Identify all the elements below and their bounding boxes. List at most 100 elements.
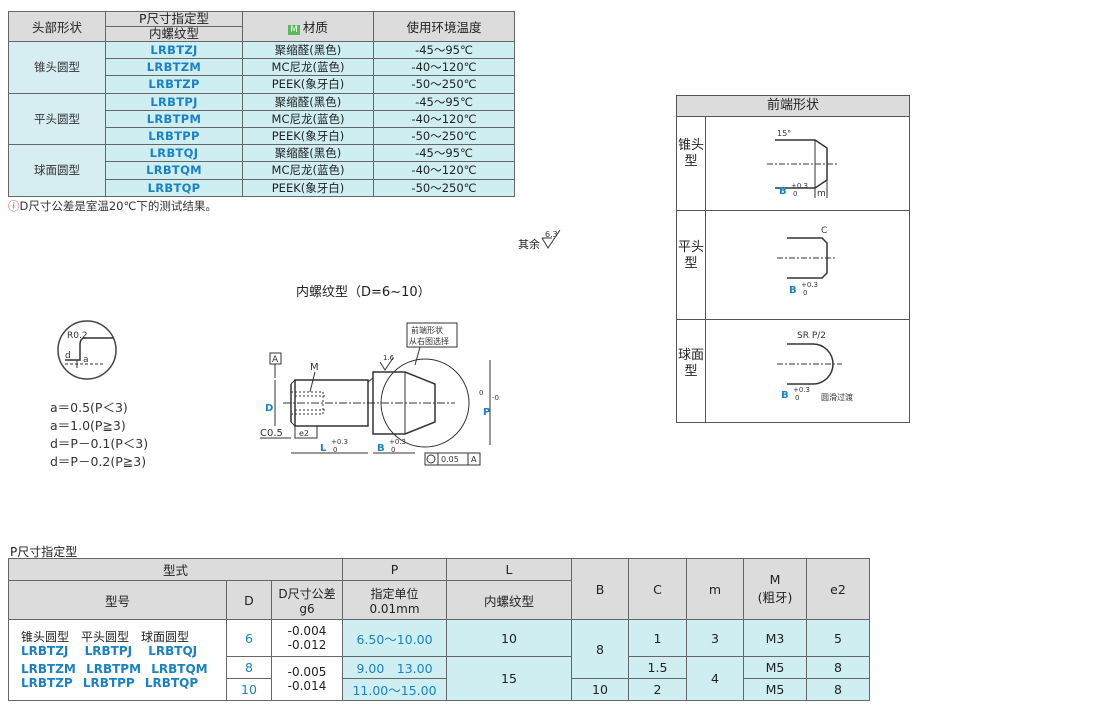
d-value: 6 (226, 619, 272, 657)
header-model: 型号 (8, 580, 227, 620)
svg-text:0: 0 (479, 389, 483, 397)
b-value: 10 (571, 678, 629, 701)
sphere-tip-drawing: SR P/2 B +0.3 0 圆滑过渡 (777, 331, 853, 402)
material-cell: 聚缩醛(黑色) (242, 144, 374, 163)
svg-text:+0.3: +0.3 (791, 182, 808, 190)
cone-tip-drawing: 15° B +0.3 0 m (767, 129, 837, 199)
formula-3: d＝P－0.1(P＜3) (50, 436, 149, 451)
svg-text:+0.3: +0.3 (801, 281, 818, 289)
flat-tip-drawing: C B +0.3 0 (777, 226, 837, 297)
svg-text:L: L (320, 443, 327, 454)
svg-text:d: d (65, 351, 71, 361)
e2-value: 5 (806, 619, 870, 657)
material-cell: 聚缩醛(黑色) (242, 92, 374, 111)
svg-text:P: P (483, 407, 490, 418)
roughness-symbol: 6.3 (541, 229, 561, 249)
svg-text:+0.3: +0.3 (331, 438, 348, 446)
material-cell: MC尼龙(蓝色) (242, 109, 374, 128)
M-value: M3 (743, 619, 807, 657)
formula-2: a＝1.0(P≧3) (50, 418, 126, 433)
material-cell: 聚缩醛(黑色) (242, 40, 374, 60)
header-internal-thread: 内螺纹型 (105, 26, 243, 42)
code-cell: LRBTQM (105, 161, 243, 180)
m-value: 3 (686, 619, 744, 657)
header-p: P (342, 558, 447, 581)
M-value: M5 (743, 678, 807, 701)
d-tolerance: -0.004-0.012 (271, 619, 343, 657)
temp-cell: -40～120℃ (373, 161, 515, 180)
row-label-cone: 锥头型 (677, 138, 704, 169)
svg-text:圆滑过渡: 圆滑过渡 (821, 392, 853, 402)
head-shape-cell: 球面圆型 (8, 144, 106, 197)
formula-1: a＝0.5(P＜3) (50, 400, 128, 415)
svg-text:A: A (272, 355, 279, 365)
p-range: 11.00～15.00 (342, 678, 447, 701)
header-l: L (446, 558, 572, 581)
material-cell: PEEK(象牙白) (242, 126, 374, 146)
header-c: C (628, 558, 687, 620)
material-cell: PEEK(象牙白) (242, 75, 374, 94)
material-cell: PEEK(象牙白) (242, 178, 374, 197)
header-d: D (226, 580, 272, 620)
temp-cell: -50～250℃ (373, 178, 515, 197)
material-cell: MC尼龙(蓝色) (242, 58, 374, 77)
svg-text:0.05: 0.05 (441, 455, 459, 464)
d-tolerance: -0.005-0.014 (271, 656, 343, 701)
svg-text:C0.5: C0.5 (260, 428, 283, 439)
concentricity-icon (426, 454, 436, 464)
temp-cell: -50～250℃ (373, 75, 515, 94)
model-list: 锥头圆型 平头圆型 球面圆型 LRBTZJ LRBTPJ LRBTQJ LRBT… (8, 619, 227, 701)
c-value: 1.5 (628, 656, 687, 679)
svg-text:0: 0 (793, 190, 797, 198)
drawing-title: 内螺纹型（D=6~10） (296, 285, 431, 300)
head-shape-cell: 锥头圆型 (8, 41, 106, 94)
code-cell: LRBTZP (105, 75, 243, 94)
temp-cell: -50～250℃ (373, 126, 515, 146)
e2-value: 8 (806, 678, 870, 701)
bottom-table-title: P尺寸指定型 (10, 545, 78, 559)
d-value: 8 (226, 656, 272, 679)
svg-text:0: 0 (333, 446, 337, 454)
svg-text:15°: 15° (777, 129, 791, 138)
l-value: 10 (446, 619, 572, 657)
header-b: B (571, 558, 629, 620)
M-value: M5 (743, 656, 807, 679)
svg-text:M: M (310, 362, 319, 373)
p-range: 9.00 13.00 (342, 656, 447, 679)
code-cell: LRBTQP (105, 178, 243, 197)
code-cell: LRBTPJ (105, 92, 243, 111)
svg-text:a: a (83, 355, 89, 365)
header-e2: e2 (806, 558, 870, 620)
front-shape-panel: 前端形状 锥头型 平头型 球面型 15° B +0.3 0 m C B +0.3… (676, 95, 910, 423)
header-type-group: 型式 (8, 558, 343, 581)
svg-text:+0.3: +0.3 (793, 386, 810, 394)
header-M: M(粗牙) (743, 558, 807, 620)
svg-text:0: 0 (795, 394, 799, 402)
svg-text:从右图选择: 从右图选择 (409, 336, 449, 346)
temp-cell: -45～95℃ (373, 144, 515, 163)
head-shape-cell: 平头圆型 (8, 92, 106, 146)
svg-text:A: A (471, 455, 477, 464)
detail-view: R0.2 d a (57, 320, 117, 380)
code-cell: LRBTZM (105, 58, 243, 77)
temp-cell: -40～120℃ (373, 109, 515, 128)
code-cell: LRBTPP (105, 126, 243, 146)
header-temp: 使用环境温度 (373, 11, 515, 42)
material-cell: MC尼龙(蓝色) (242, 161, 374, 180)
svg-text:m: m (817, 189, 826, 199)
svg-text:e2: e2 (299, 429, 309, 438)
temp-cell: -45～95℃ (373, 92, 515, 111)
header-m: m (686, 558, 744, 620)
d-value: 10 (226, 678, 272, 701)
formula-4: d＝P－0.2(P≧3) (50, 454, 147, 469)
svg-text:B: B (779, 186, 787, 197)
l-value: 15 (446, 656, 572, 701)
e2-value: 8 (806, 656, 870, 679)
